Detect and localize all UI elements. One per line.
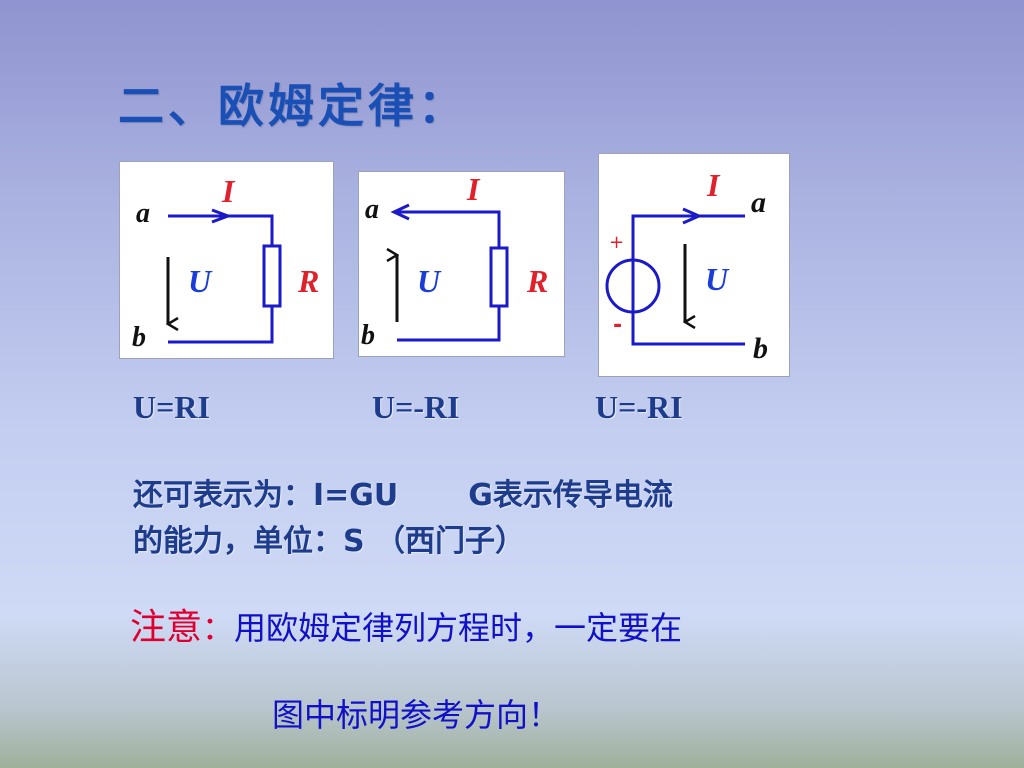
note-line-2: 图中标明参考方向！ bbox=[272, 696, 561, 734]
wire-top bbox=[168, 214, 274, 246]
plus-label: + bbox=[609, 232, 624, 253]
current-arrow bbox=[682, 207, 703, 225]
formula-3: U=-RI bbox=[595, 389, 683, 425]
voltage-label: U bbox=[188, 263, 213, 299]
circuit-diagram-1: a b I U R bbox=[119, 161, 334, 359]
circuit-diagram-2-svg: a b I U R bbox=[361, 172, 548, 351]
current-arrow bbox=[390, 203, 410, 221]
node-b-label: b bbox=[753, 332, 768, 365]
resistor bbox=[262, 244, 282, 308]
circuit-diagram-2: a b I U R bbox=[358, 171, 565, 357]
wire-top bbox=[631, 214, 745, 260]
node-a-label: a bbox=[136, 198, 150, 229]
resistor-label: R bbox=[526, 263, 548, 299]
conductance-text: 还可表示为：I=GU G表示传导电流 的能力，单位：S （西门子） bbox=[133, 473, 823, 565]
resistor bbox=[489, 246, 509, 308]
circuit-diagram-1-svg: a b I U R bbox=[132, 173, 319, 353]
formula-1: U=RI bbox=[133, 389, 210, 425]
conductance-formula: 还可表示为：I=GU bbox=[133, 478, 399, 513]
current-label: I bbox=[466, 172, 481, 207]
resistor-label: R bbox=[297, 263, 319, 299]
wire-bottom bbox=[397, 306, 501, 342]
node-b-label: b bbox=[361, 320, 375, 351]
current-label: I bbox=[706, 167, 721, 203]
note-line-1: 注意：用欧姆定律列方程时，一定要在 bbox=[130, 598, 682, 650]
circuit-diagram-3: + - a b I U bbox=[598, 153, 790, 377]
node-b-label: b bbox=[132, 322, 146, 353]
node-a-label: a bbox=[365, 194, 379, 225]
circuit-diagram-3-svg: + - a b I U bbox=[605, 167, 768, 365]
current-arrow bbox=[211, 208, 233, 224]
wire-bottom bbox=[168, 306, 274, 344]
current-label: I bbox=[221, 173, 236, 209]
conductance-desc: G表示传导电流 bbox=[468, 478, 673, 513]
conductance-unit: 的能力，单位：S （西门子） bbox=[133, 524, 526, 559]
note-text: 用欧姆定律列方程时，一定要在 bbox=[234, 609, 683, 647]
node-a-label: a bbox=[751, 186, 766, 219]
note-colon: ： bbox=[202, 609, 235, 647]
note-label: 注意 bbox=[130, 607, 203, 648]
wire-bottom bbox=[631, 312, 745, 346]
voltage-label: U bbox=[705, 261, 730, 297]
voltage-label: U bbox=[417, 263, 442, 299]
page-title: 二、欧姆定律： bbox=[118, 79, 468, 133]
formula-2: U=-RI bbox=[372, 389, 460, 425]
minus-label: - bbox=[613, 313, 622, 338]
wire-top bbox=[397, 210, 501, 248]
